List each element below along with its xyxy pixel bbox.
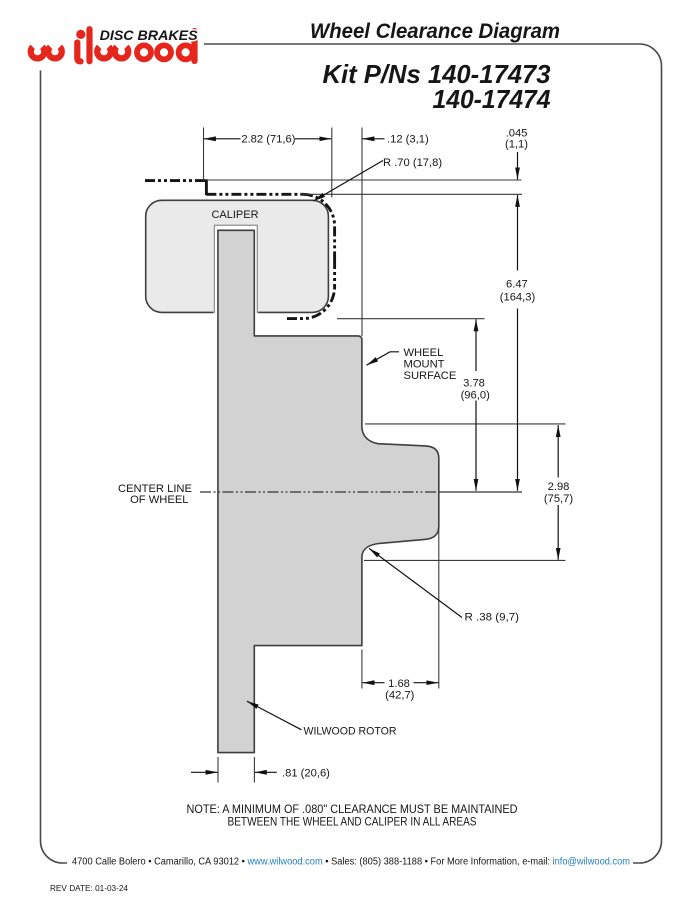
svg-text:4700 Calle Bolero • Camarillo,: 4700 Calle Bolero • Camarillo, CA 93012 … bbox=[72, 857, 630, 868]
svg-text:Wheel Clearance Diagram: Wheel Clearance Diagram bbox=[310, 20, 560, 43]
svg-text:WILWOOD ROTOR: WILWOOD ROTOR bbox=[304, 725, 397, 737]
svg-text:REV DATE: 01-03-24: REV DATE: 01-03-24 bbox=[50, 883, 128, 893]
svg-text:(164,3): (164,3) bbox=[500, 292, 536, 304]
svg-text:CENTER LINE: CENTER LINE bbox=[118, 483, 192, 495]
svg-text:NOTE: A MINIMUM OF .080" CLEAR: NOTE: A MINIMUM OF .080" CLEARANCE MUST … bbox=[187, 802, 518, 816]
svg-text:3.78: 3.78 bbox=[463, 378, 485, 390]
svg-text:CALIPER: CALIPER bbox=[211, 209, 258, 221]
svg-text:.12 (3,1): .12 (3,1) bbox=[387, 134, 429, 146]
svg-text:1.68: 1.68 bbox=[388, 678, 410, 690]
svg-text:(96,0): (96,0) bbox=[461, 390, 490, 402]
svg-text:(1,1): (1,1) bbox=[505, 139, 528, 151]
svg-text:Kit P/Ns 140-17473: Kit P/Ns 140-17473 bbox=[323, 59, 552, 89]
svg-text:MOUNT: MOUNT bbox=[404, 358, 445, 370]
svg-text:(42,7): (42,7) bbox=[385, 689, 414, 701]
svg-text:OF WHEEL: OF WHEEL bbox=[130, 494, 188, 506]
svg-text:R .38 (9,7): R .38 (9,7) bbox=[465, 611, 520, 623]
svg-text:.81 (20,6): .81 (20,6) bbox=[282, 767, 330, 779]
svg-text:SURFACE: SURFACE bbox=[404, 370, 457, 382]
svg-text:2.82 (71,6): 2.82 (71,6) bbox=[241, 134, 295, 146]
svg-text:WHEEL: WHEEL bbox=[404, 347, 444, 359]
svg-text:R .70 (17,8): R .70 (17,8) bbox=[383, 157, 442, 169]
svg-text:.045: .045 bbox=[506, 128, 528, 140]
svg-text:140-17474: 140-17474 bbox=[433, 84, 552, 114]
svg-text:DISC BRAKES: DISC BRAKES bbox=[100, 27, 199, 43]
svg-text:BETWEEN THE WHEEL AND CALIPER: BETWEEN THE WHEEL AND CALIPER IN ALL ARE… bbox=[228, 815, 477, 829]
svg-text:(75,7): (75,7) bbox=[544, 493, 573, 505]
svg-text:2.98: 2.98 bbox=[548, 481, 570, 493]
svg-text:6.47: 6.47 bbox=[506, 279, 528, 291]
